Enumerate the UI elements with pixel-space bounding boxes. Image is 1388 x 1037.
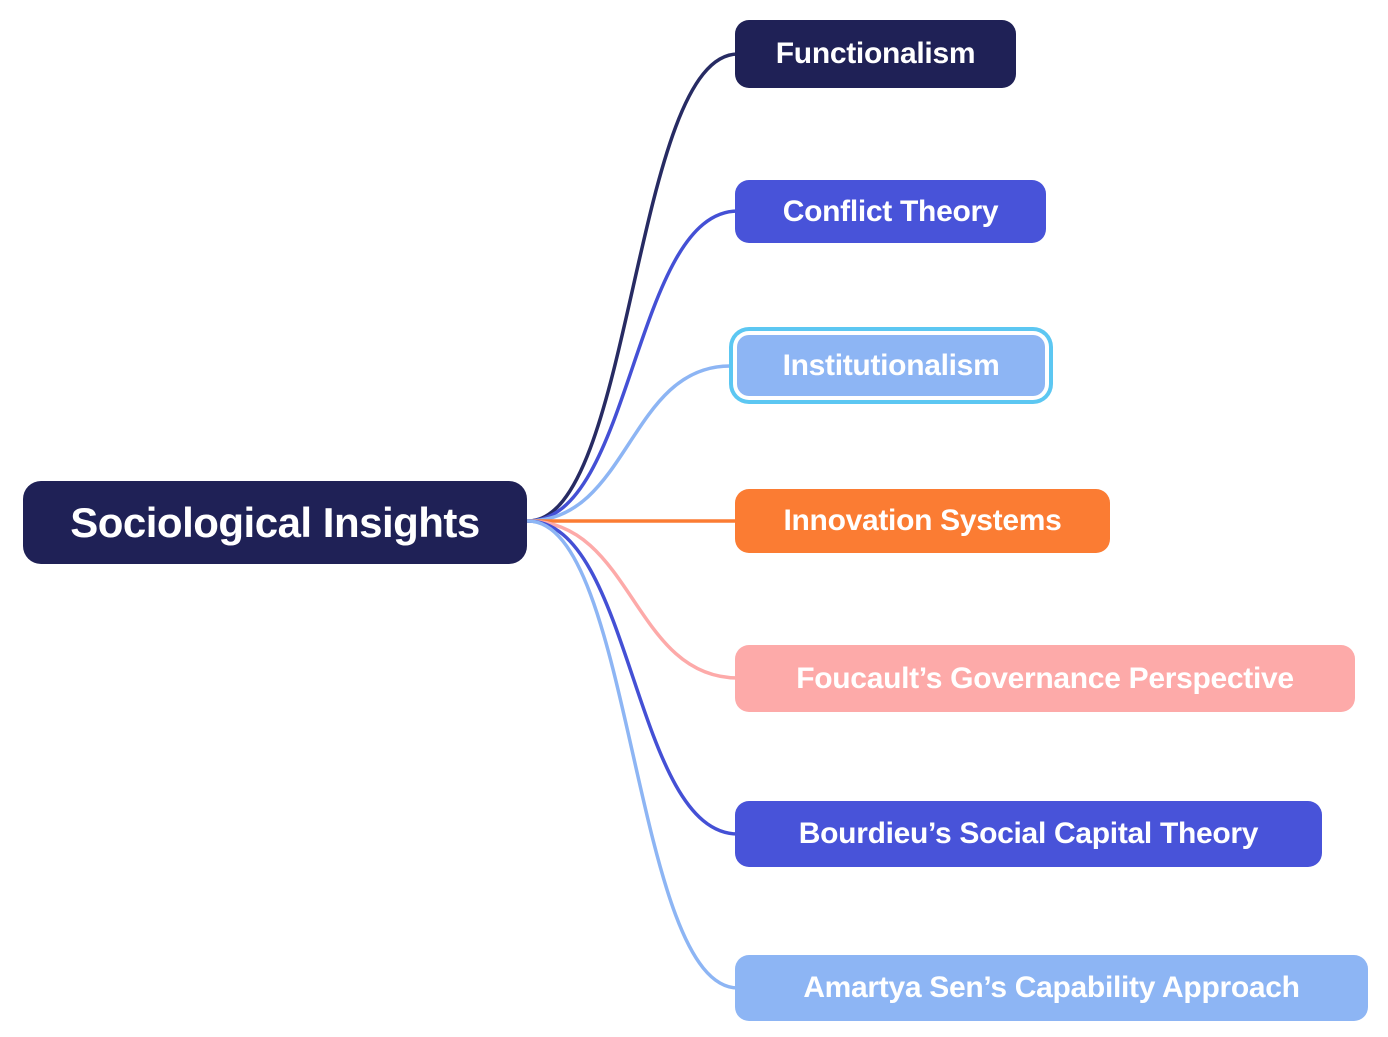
edge-conflict-theory [526,209,740,523]
branch-node-label: Functionalism [775,37,976,70]
branch-node-label: Conflict Theory [782,194,999,228]
edge-functionalism [526,52,740,523]
branch-node-label: Institutionalism [782,348,1000,382]
branch-node-label: Innovation Systems [783,504,1062,537]
edge-institutionalism [526,364,732,523]
branch-node-innovation-systems[interactable]: Innovation Systems [735,489,1110,553]
edge-bourdieu [526,519,740,836]
branch-node-institutionalism[interactable]: Institutionalism [737,335,1045,396]
branch-node-conflict-theory[interactable]: Conflict Theory [735,180,1046,243]
branch-node-functionalism[interactable]: Functionalism [735,20,1016,88]
branch-node-label: Amartya Sen’s Capability Approach [803,971,1300,1004]
branch-node-label: Foucault’s Governance Perspective [796,661,1294,695]
edge-foucault [526,519,740,680]
branch-node-label: Bourdieu’s Social Capital Theory [798,817,1259,850]
branch-node-bourdieu-social-capital-theory[interactable]: Bourdieu’s Social Capital Theory [735,801,1322,867]
branch-node-foucault-governance-perspective[interactable]: Foucault’s Governance Perspective [735,645,1355,712]
edge-amartya-sen [526,519,740,990]
branch-node-amartya-sen-capability-approach[interactable]: Amartya Sen’s Capability Approach [735,955,1368,1021]
root-node-sociological-insights[interactable]: Sociological Insights [23,481,527,564]
root-node-label: Sociological Insights [70,498,480,546]
